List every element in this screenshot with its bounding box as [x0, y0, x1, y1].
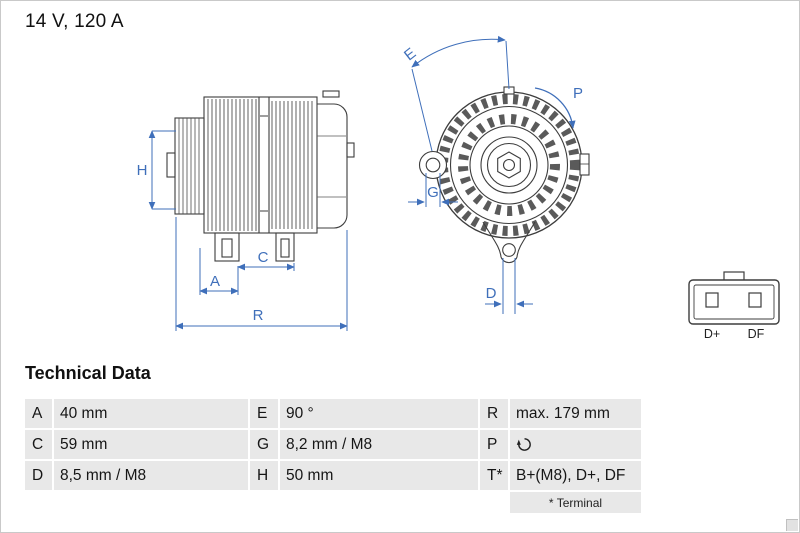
resize-corner: [786, 519, 798, 531]
spec-key-p: P: [480, 430, 508, 459]
inner-vent-slots: [458, 114, 560, 216]
technical-data-title: Technical Data: [25, 363, 151, 383]
shaft-nut: [166, 152, 176, 178]
connector-inner-wall: [693, 284, 775, 320]
side-view-dimensions: [148, 130, 348, 331]
spec-key-g: G: [250, 430, 278, 459]
spec-key-c: C: [25, 430, 52, 459]
front-view: [418, 86, 590, 264]
spec-key-r: R: [480, 399, 508, 428]
spec-value-e: 90 °: [280, 399, 478, 428]
terminal-stud: [346, 142, 355, 158]
mounting-lug-bottom: [482, 221, 536, 264]
band-edges: [258, 97, 270, 233]
spec-value-h: 50 mm: [280, 461, 478, 490]
front-view-dimensions: [408, 35, 576, 314]
dim-label-d: D: [486, 285, 497, 302]
mounting-foot-front: [214, 232, 240, 262]
side-tab: [579, 153, 590, 176]
voltage-current-rating: 14 V, 120 A: [25, 11, 124, 32]
spec-value-d: 8,5 mm / M8: [54, 461, 248, 490]
cooling-fins-rear: [271, 101, 313, 229]
spec-value-c: 59 mm: [54, 430, 248, 459]
outer-vent-slots: [438, 94, 580, 236]
mounting-foot-front-hole: [221, 238, 233, 258]
dim-label-r: R: [253, 307, 264, 324]
spec-key-h: H: [250, 461, 278, 490]
alternator-body: [203, 96, 318, 234]
housing-outer-rim: [435, 91, 583, 239]
terminal-footnote: * Terminal: [510, 492, 641, 513]
mounting-lug-left-hole: [425, 157, 441, 173]
pin-label-dplus: D+: [704, 327, 720, 341]
spec-key-t: T*: [480, 461, 508, 490]
cooling-fins-front: [207, 99, 257, 231]
dim-label-a: A: [210, 273, 220, 290]
spec-key-d: D: [25, 461, 52, 490]
mounting-lug-bottom-hole: [502, 243, 516, 257]
lifting-tab: [322, 90, 340, 98]
pulley: [174, 117, 205, 215]
connector-housing: [688, 279, 780, 325]
shaft-center: [502, 158, 516, 172]
connector-pin-df: [748, 292, 762, 308]
rotation-direction-arrow: [534, 87, 576, 129]
mounting-lug-left: [418, 150, 448, 180]
mounting-foot-rear-hole: [280, 238, 290, 258]
spec-value-t: B+(M8), D+, DF: [510, 461, 641, 490]
spec-value-g: 8,2 mm / M8: [280, 430, 478, 459]
dim-label-c: C: [258, 249, 269, 266]
rotation-direction-icon: [516, 438, 531, 451]
dim-label-h: H: [137, 162, 148, 179]
mounting-foot-rear: [275, 232, 295, 262]
pulley-ribs: [178, 118, 200, 214]
connector-plug: [688, 271, 780, 325]
connector-pin-dplus: [705, 292, 719, 308]
connector-latch: [723, 271, 745, 282]
shaft-hex-nut: [497, 151, 521, 179]
rear-cover: [317, 103, 348, 229]
dim-label-g: G: [427, 184, 439, 201]
rear-cover-ribs: [317, 135, 346, 198]
top-stud: [503, 86, 515, 95]
pin-label-df: DF: [748, 327, 765, 341]
spec-key-e: E: [250, 399, 278, 428]
spec-value-a: 40 mm: [54, 399, 248, 428]
spec-key-a: A: [25, 399, 52, 428]
side-view: [166, 90, 355, 262]
dim-label-p: P: [573, 85, 583, 102]
dim-label-e: E: [401, 45, 419, 65]
spec-value-p: [510, 430, 641, 459]
spec-value-r: max. 179 mm: [510, 399, 641, 428]
spec-table: A 40 mm E 90 ° R max. 179 mm C 59 mm G 8…: [25, 399, 641, 490]
